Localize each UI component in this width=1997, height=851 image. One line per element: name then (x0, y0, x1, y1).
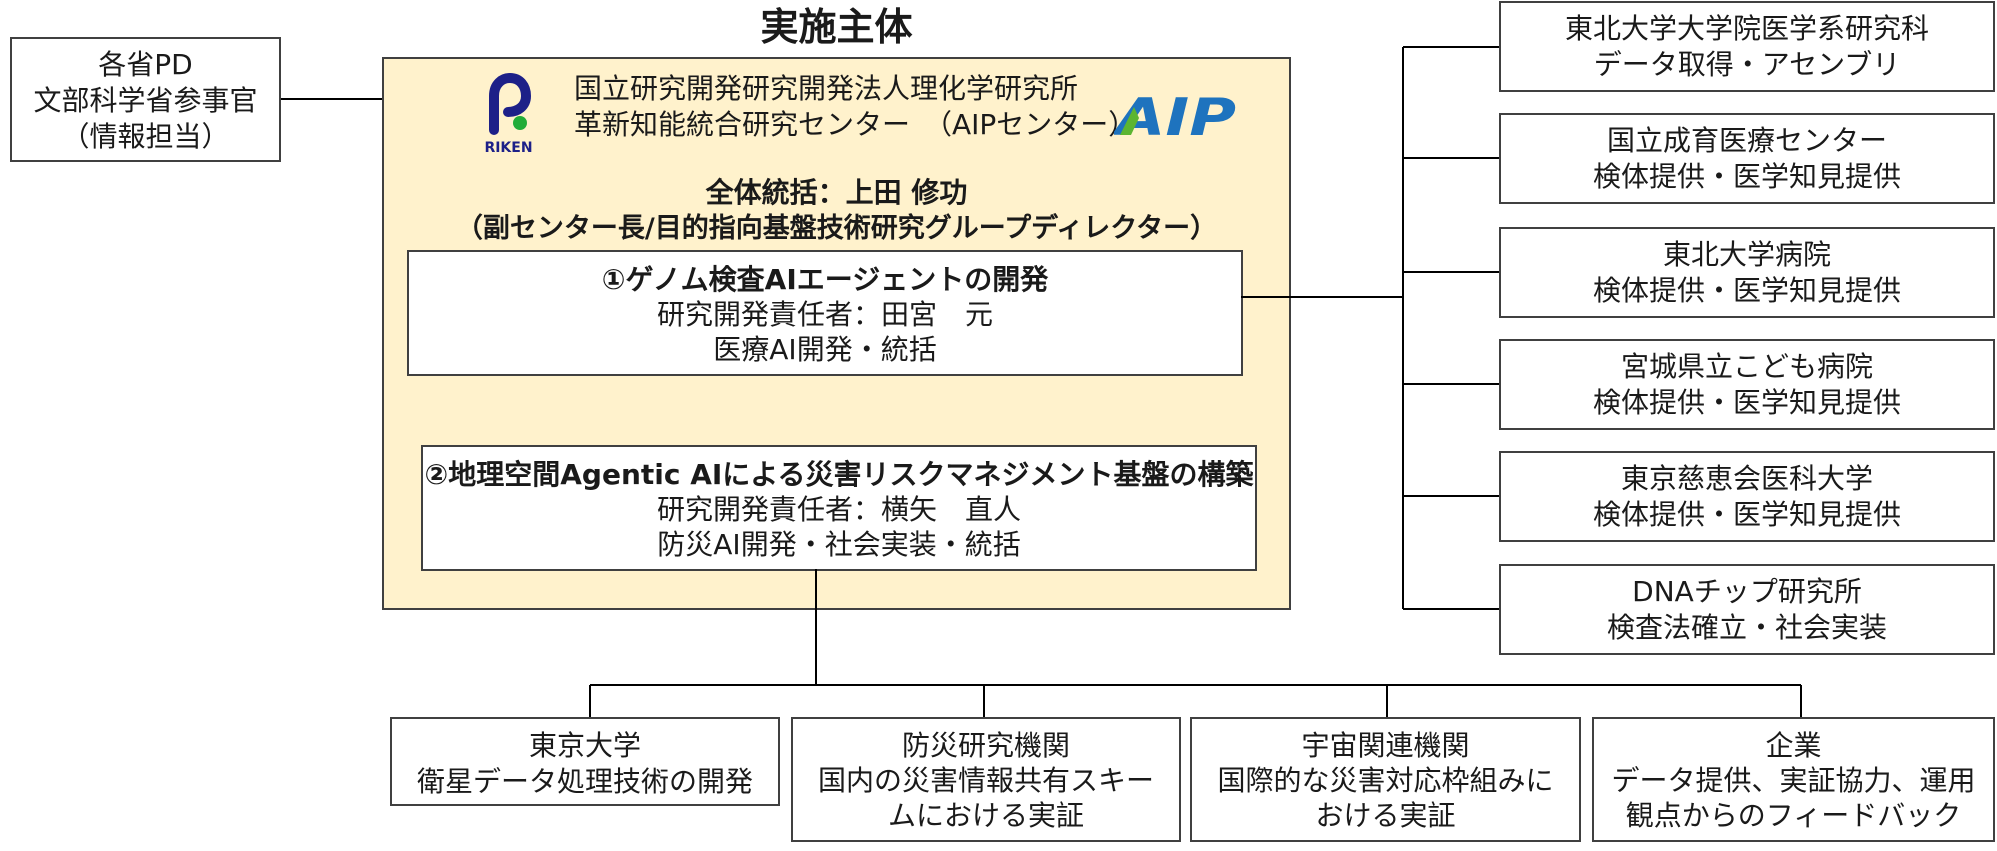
project-box-genome: ①ゲノム検査AIエージェントの開発 研究開発責任者：田宮 元 医療AI開発・統括 (407, 250, 1243, 376)
project-role: 防災AI開発・社会実装・統括 (657, 528, 1021, 561)
organization-line: 国立研究開発研究開発法人理化学研究所 (574, 72, 1079, 105)
aip-logo-accent (1120, 107, 1139, 135)
partner-role: おける実証 (1315, 799, 1456, 832)
partner-role: 国際的な災害対応枠組みに (1217, 764, 1554, 797)
partner-box-right: 国立成育医療センター 検体提供・医学知見提供 (1499, 113, 1995, 204)
supervisor-box: 各省PD 文部科学省参事官 （情報担当） (10, 37, 281, 162)
partner-role: 検体提供・医学知見提供 (1592, 386, 1901, 419)
aip-logo: AIP (1114, 88, 1236, 140)
partner-role: 検体提供・医学知見提供 (1592, 160, 1901, 193)
lead-director: 全体統括：上田 修功 （副センター長/目的指向基盤技術研究グループディレクター） (384, 175, 1289, 247)
implementing-body-box: RIKEN 国立研究開発研究開発法人理化学研究所 革新知能統合研究センター （A… (382, 57, 1291, 610)
partner-name: 東北大学大学院医学系研究科 (1564, 12, 1929, 45)
partner-box-right: 東北大学大学院医学系研究科 データ取得・アセンブリ (1499, 1, 1995, 92)
partner-box-bottom: 防災研究機関 国内の災害情報共有スキー ムにおける実証 (791, 717, 1181, 842)
supervisor-line: 各省PD (98, 48, 193, 81)
partner-role: データ提供、実証協力、運用 (1611, 764, 1976, 797)
partner-name: 国立成育医療センター (1606, 124, 1887, 157)
partner-name: 宮城県立こども病院 (1620, 350, 1873, 383)
project-leader: 研究開発責任者：横矢 直人 (656, 493, 1021, 526)
partner-name: 宇宙関連機関 (1301, 729, 1470, 762)
partner-box-bottom: 東京大学 衛星データ処理技術の開発 (390, 717, 780, 806)
riken-logo-text: RIKEN (484, 140, 532, 156)
lead-position: （副センター長/目的指向基盤技術研究グループディレクター） (455, 213, 1218, 244)
supervisor-line: （情報担当） (61, 120, 230, 153)
partner-box-right: 東北大学病院 検体提供・医学知見提供 (1499, 227, 1995, 318)
riken-logo: RIKEN (484, 72, 533, 156)
partner-role: データ取得・アセンブリ (1593, 48, 1901, 81)
project-title: ②地理空間Agentic AIによる災害リスクマネジメント基盤の構築 (424, 458, 1254, 491)
partner-box-right: 宮城県立こども病院 検体提供・医学知見提供 (1499, 339, 1995, 430)
organization-line: 革新知能統合研究センター （AIPセンター） (574, 108, 1137, 141)
partner-role: 検体提供・医学知見提供 (1592, 498, 1901, 531)
lead-name: 全体統括：上田 修功 (705, 176, 968, 209)
partner-name: DNAチップ研究所 (1632, 575, 1862, 608)
partner-name: 企業 (1765, 729, 1822, 762)
partner-role: 衛星データ処理技術の開発 (416, 765, 753, 798)
partner-role: 観点からのフィードバック (1625, 799, 1962, 832)
partner-role: 検体提供・医学知見提供 (1592, 274, 1901, 307)
riken-logo-mark (489, 72, 532, 135)
riken-logo-dot (513, 116, 527, 130)
partner-role: ムにおける実証 (887, 799, 1084, 832)
project-box-geospatial: ②地理空間Agentic AIによる災害リスクマネジメント基盤の構築 研究開発責… (421, 445, 1257, 571)
project-role: 医療AI開発・統括 (713, 333, 937, 366)
partner-box-right: 東京慈恵会医科大学 検体提供・医学知見提供 (1499, 451, 1995, 542)
partner-box-bottom: 宇宙関連機関 国際的な災害対応枠組みに おける実証 (1190, 717, 1581, 842)
partner-role: 国内の災害情報共有スキー (817, 764, 1154, 797)
project-title: ①ゲノム検査AIエージェントの開発 (601, 263, 1049, 296)
partner-box-right: DNAチップ研究所 検査法確立・社会実装 (1499, 564, 1995, 655)
project-leader: 研究開発責任者：田宮 元 (656, 298, 993, 331)
diagram-title: 実施主体 (760, 5, 913, 49)
organization-name: 国立研究開発研究開発法人理化学研究所 革新知能統合研究センター （AIPセンター… (574, 71, 1136, 143)
supervisor-line: 文部科学省参事官 (33, 84, 258, 117)
partner-role: 検査法確立・社会実装 (1606, 611, 1887, 644)
partner-name: 東京大学 (528, 729, 641, 762)
partner-box-bottom: 企業 データ提供、実証協力、運用 観点からのフィードバック (1592, 717, 1995, 842)
partner-name: 東京慈恵会医科大学 (1620, 462, 1873, 495)
partner-name: 防災研究機関 (901, 729, 1070, 762)
partner-name: 東北大学病院 (1662, 238, 1831, 271)
